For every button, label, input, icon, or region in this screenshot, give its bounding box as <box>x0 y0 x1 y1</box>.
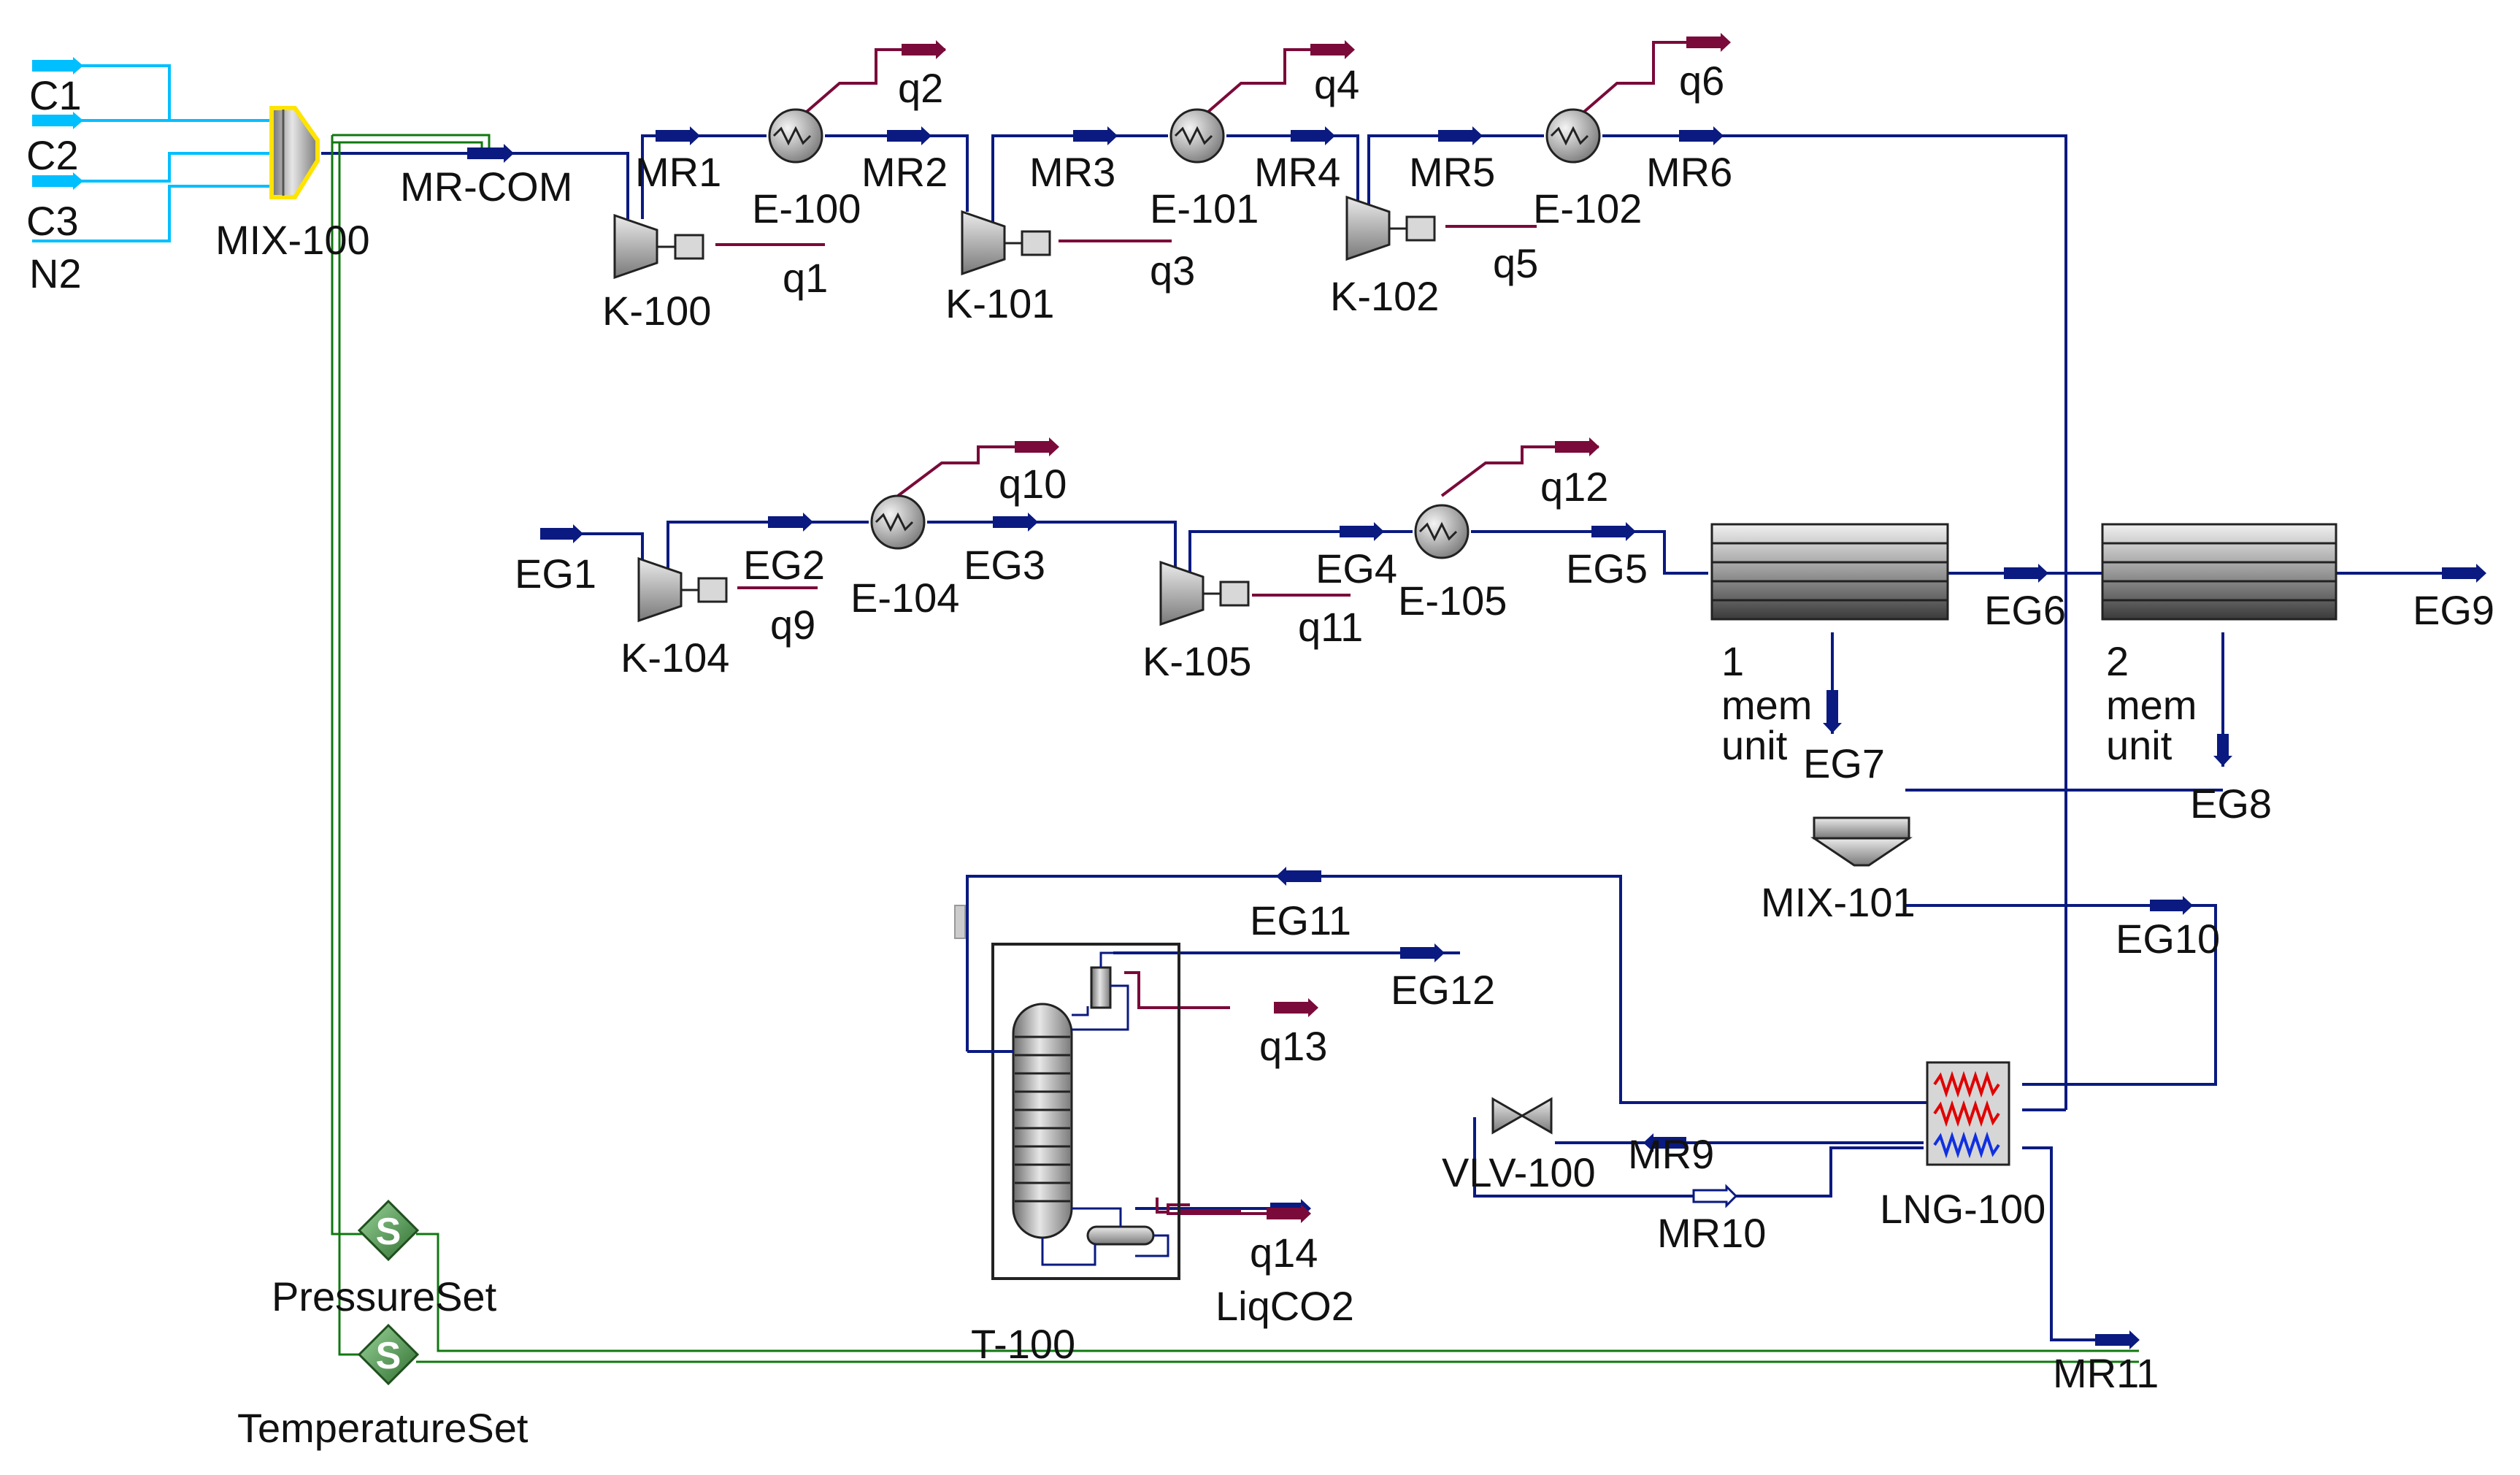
mem-unit-2-label-2: mem <box>2106 682 2197 728</box>
membrane-unit-1[interactable] <box>1710 523 1949 621</box>
energy-label-q1: q1 <box>783 255 828 301</box>
feed-label-c3: C3 <box>26 198 79 244</box>
membrane-unit-2[interactable] <box>2101 523 2337 621</box>
energy-label-q2: q2 <box>898 65 943 111</box>
valve-vlv-100[interactable] <box>1491 1097 1553 1135</box>
unit-label-e-105: E-105 <box>1398 578 1507 624</box>
unit-label-mix-100: MIX-100 <box>215 217 370 263</box>
stream-label-liqco2: LiqCO2 <box>1215 1283 1354 1329</box>
compressor-k-100[interactable] <box>613 213 704 280</box>
temperature-set-icon: S <box>376 1335 402 1377</box>
stream-label-mr-com: MR-COM <box>400 164 572 210</box>
stream-label-mr9: MR9 <box>1628 1131 1714 1177</box>
unit-label-k-101: K-101 <box>945 280 1054 326</box>
stream-label-mr5: MR5 <box>1409 149 1495 195</box>
unit-label-e-101: E-101 <box>1150 185 1259 231</box>
mem-unit-1-label-2: mem <box>1721 682 1812 728</box>
compressor-k-105[interactable] <box>1159 560 1250 627</box>
cooler-e-105[interactable] <box>1414 504 1470 559</box>
energy-label-q4: q4 <box>1314 61 1359 107</box>
unit-label-k-102: K-102 <box>1330 273 1439 319</box>
stream-label-eg11: EG11 <box>1250 897 1351 943</box>
unit-label-t-100: T-100 <box>971 1321 1075 1367</box>
stream-label-eg10: EG10 <box>2116 916 2220 962</box>
lng-exchanger-lng-100[interactable] <box>1926 1061 2010 1166</box>
cooler-e-102[interactable] <box>1545 108 1601 164</box>
cooler-e-101[interactable] <box>1169 108 1225 164</box>
stream-label-eg7: EG7 <box>1803 740 1885 786</box>
compressor-k-104[interactable] <box>637 556 728 623</box>
pressure-set-block[interactable]: S <box>357 1199 420 1262</box>
feed-label-n2: N2 <box>29 250 82 296</box>
stream-label-eg8: EG8 <box>2190 781 2272 827</box>
mem-unit-2-label-3: unit <box>2106 722 2173 768</box>
unit-label-pressure-set: PressureSet <box>272 1273 497 1319</box>
unit-label-lng-100: LNG-100 <box>1880 1186 2045 1232</box>
cooler-e-104[interactable] <box>870 494 926 550</box>
compressor-k-101[interactable] <box>961 210 1051 276</box>
energy-label-q6: q6 <box>1679 58 1724 104</box>
compressor-k-102[interactable] <box>1345 195 1436 261</box>
mem-unit-1-label-3: unit <box>1721 722 1788 768</box>
energy-label-q14: q14 <box>1250 1230 1318 1276</box>
stream-label-mr6: MR6 <box>1646 149 1732 195</box>
stream-label-mr10: MR10 <box>1657 1210 1766 1256</box>
stream-label-mr3: MR3 <box>1029 149 1115 195</box>
stream-label-mr11: MR11 <box>2053 1350 2159 1396</box>
unit-label-e-104: E-104 <box>850 575 959 621</box>
stream-label-eg4: EG4 <box>1315 545 1397 591</box>
mr10-arrow <box>1692 1184 1738 1208</box>
mixer-mix-100[interactable] <box>269 106 320 199</box>
pressure-set-icon: S <box>376 1211 402 1253</box>
mem-unit-1-label-1: 1 <box>1721 638 1744 684</box>
energy-label-q5: q5 <box>1493 240 1538 286</box>
unit-label-temperature-set: TemperatureSet <box>237 1405 529 1451</box>
unit-label-k-105: K-105 <box>1142 638 1251 684</box>
unit-label-e-100: E-100 <box>752 185 861 231</box>
stream-arrows <box>32 33 2486 1349</box>
energy-label-q9: q9 <box>770 602 815 648</box>
unit-label-k-104: K-104 <box>621 635 729 681</box>
energy-label-q10: q10 <box>999 461 1067 507</box>
t100-feed-tab <box>954 905 966 939</box>
feed-label-c2: C2 <box>26 132 79 178</box>
unit-label-e-102: E-102 <box>1533 185 1642 231</box>
energy-label-q11: q11 <box>1298 604 1363 650</box>
temperature-set-block[interactable]: S <box>357 1323 420 1386</box>
unit-label-mix-101: MIX-101 <box>1761 879 1916 925</box>
stream-label-eg6: EG6 <box>1984 587 2066 633</box>
stream-label-eg12: EG12 <box>1391 967 1495 1013</box>
energy-label-q12: q12 <box>1540 464 1608 510</box>
cooler-e-100[interactable] <box>768 108 823 164</box>
energy-label-q3: q3 <box>1150 248 1195 294</box>
stream-label-mr2: MR2 <box>861 149 948 195</box>
mixer-mix-101[interactable] <box>1810 816 1913 867</box>
mem-unit-2-label-1: 2 <box>2106 638 2129 684</box>
unit-label-k-100: K-100 <box>602 288 711 334</box>
stream-label-eg1: EG1 <box>515 551 596 597</box>
stream-label-eg9: EG9 <box>2413 587 2494 633</box>
unit-label-vlv-100: VLV-100 <box>1442 1149 1596 1195</box>
stream-label-eg3: EG3 <box>964 542 1045 588</box>
stream-label-eg2: EG2 <box>743 542 825 588</box>
stream-label-mr4: MR4 <box>1254 149 1340 195</box>
column-t-100[interactable] <box>991 943 1180 1280</box>
stream-label-eg5: EG5 <box>1566 545 1648 591</box>
feed-label-c1: C1 <box>29 72 82 118</box>
stream-label-mr1: MR1 <box>635 149 721 195</box>
energy-label-q13: q13 <box>1259 1023 1327 1069</box>
